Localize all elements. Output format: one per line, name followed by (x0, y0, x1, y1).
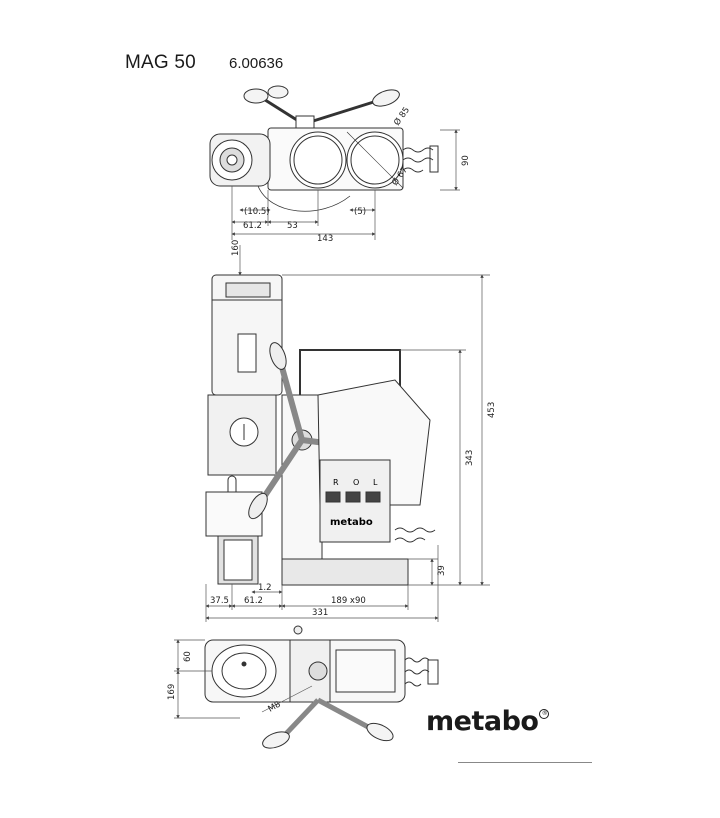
dim-61-2-top: 61.2 (243, 221, 262, 231)
bottom-view (204, 625, 439, 749)
dim-169: 169 (167, 684, 177, 700)
brand-wordmark: metabo (426, 706, 539, 737)
panel-brand: metabo (330, 517, 373, 528)
control-label-l: L (373, 478, 378, 487)
dim-331: 331 (312, 608, 328, 618)
dim-10-5: (10.5) (244, 207, 270, 217)
switch-o (345, 491, 361, 503)
dim-189x90: 189 x90 (331, 596, 366, 606)
bottom-cable-spring (404, 657, 430, 687)
top-view-dims (231, 129, 460, 240)
side-view-dims (205, 245, 490, 622)
model-name: MAG 50 (125, 52, 196, 73)
dim-160: 160 (231, 240, 241, 256)
magnet-circle-left (289, 131, 347, 189)
top-view-handles (243, 85, 400, 129)
side-view (205, 274, 436, 586)
brand-logo: metabo ® (426, 706, 550, 737)
carry-handle (299, 349, 401, 395)
dim-53: 53 (287, 221, 298, 231)
order-number: 6.00636 (229, 55, 284, 72)
column (281, 394, 323, 560)
dim-453: 453 (487, 402, 497, 418)
magnet-base (281, 558, 409, 586)
control-label-r: R (333, 478, 339, 487)
dim-height-90: 90 (461, 155, 471, 166)
dim-343: 343 (465, 450, 475, 466)
drawing-header: MAG 50 6.00636 (125, 52, 425, 82)
dim-1-2: 1.2 (258, 583, 272, 593)
registered-mark: ® (539, 709, 550, 719)
top-view (209, 85, 439, 212)
side-cable-spring (394, 527, 436, 543)
bottom-view-dims (174, 639, 313, 719)
switch-l (365, 491, 381, 503)
dim-60: 60 (183, 651, 193, 662)
cable-spring (402, 147, 434, 173)
dim-61-2-side: 61.2 (244, 596, 263, 606)
footer-rule (458, 762, 592, 763)
control-label-o: O (353, 478, 359, 487)
dim-143: 143 (317, 234, 333, 244)
dim-39: 39 (437, 565, 447, 576)
dim-37-5: 37.5 (210, 596, 229, 606)
switch-r (325, 491, 341, 503)
dim-5: (5) (354, 207, 366, 217)
dim-diameter-85: Ø 85 (391, 105, 412, 128)
